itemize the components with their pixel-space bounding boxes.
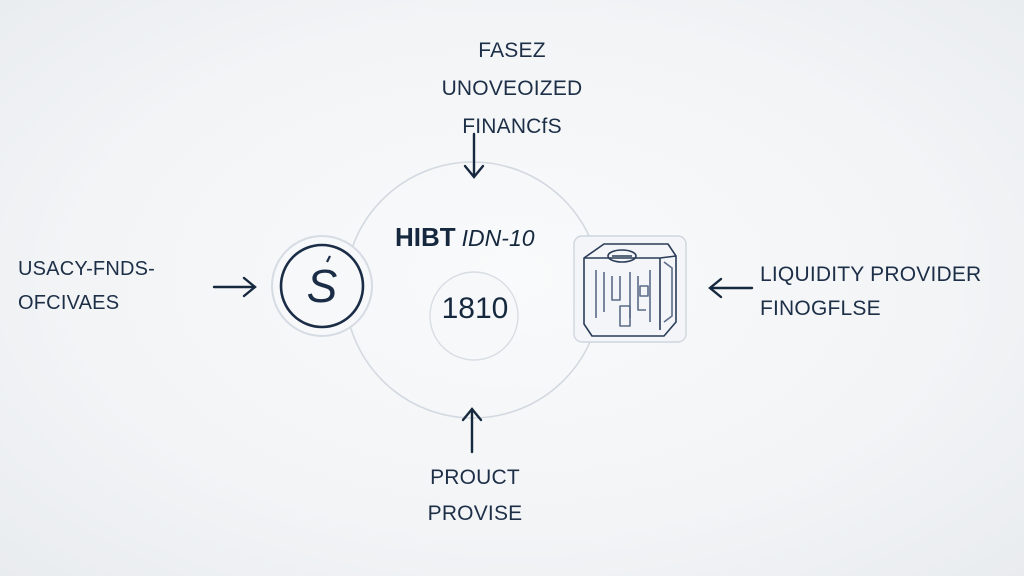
right-node-line-1: LIQUIDITY PROVIDER xyxy=(760,263,982,286)
left-node-line-1: USACY-FNDS- xyxy=(18,258,156,280)
left-node-line-2: OFCIVAES xyxy=(18,292,120,314)
top-node-line-2: UNOVEOIZED xyxy=(441,77,583,100)
left-node-label: USACY-FNDS- OFCIVAES xyxy=(18,252,155,320)
arrow-down-icon xyxy=(463,132,485,179)
currency-coin-icon: S xyxy=(271,235,373,337)
bottom-node-label: PROUCT PROVISE xyxy=(0,460,950,532)
center-value: 1810 xyxy=(441,292,509,325)
arrow-up-icon xyxy=(461,407,483,454)
cube-icon xyxy=(573,235,687,343)
bottom-node-line-1: PROUCT xyxy=(430,466,520,489)
center-title-main: HIBT xyxy=(395,222,456,252)
top-node-line-3: FINANCfS xyxy=(462,115,562,138)
bottom-node-line-2: PROVISE xyxy=(427,502,523,525)
top-node-line-1: FASEZ xyxy=(478,39,546,62)
currency-symbol: S xyxy=(307,260,338,312)
center-title-sub: IDN-10 xyxy=(461,225,535,251)
arrow-right-icon xyxy=(212,276,257,298)
right-node-line-2: FINOGFLSE xyxy=(760,297,881,320)
value-circle xyxy=(429,271,519,361)
arrow-left-icon xyxy=(708,277,754,299)
top-node-label: FASEZ UNOVEOIZED FINANCfS xyxy=(0,32,1024,146)
right-node-label: LIQUIDITY PROVIDER FINOGFLSE xyxy=(760,258,981,326)
